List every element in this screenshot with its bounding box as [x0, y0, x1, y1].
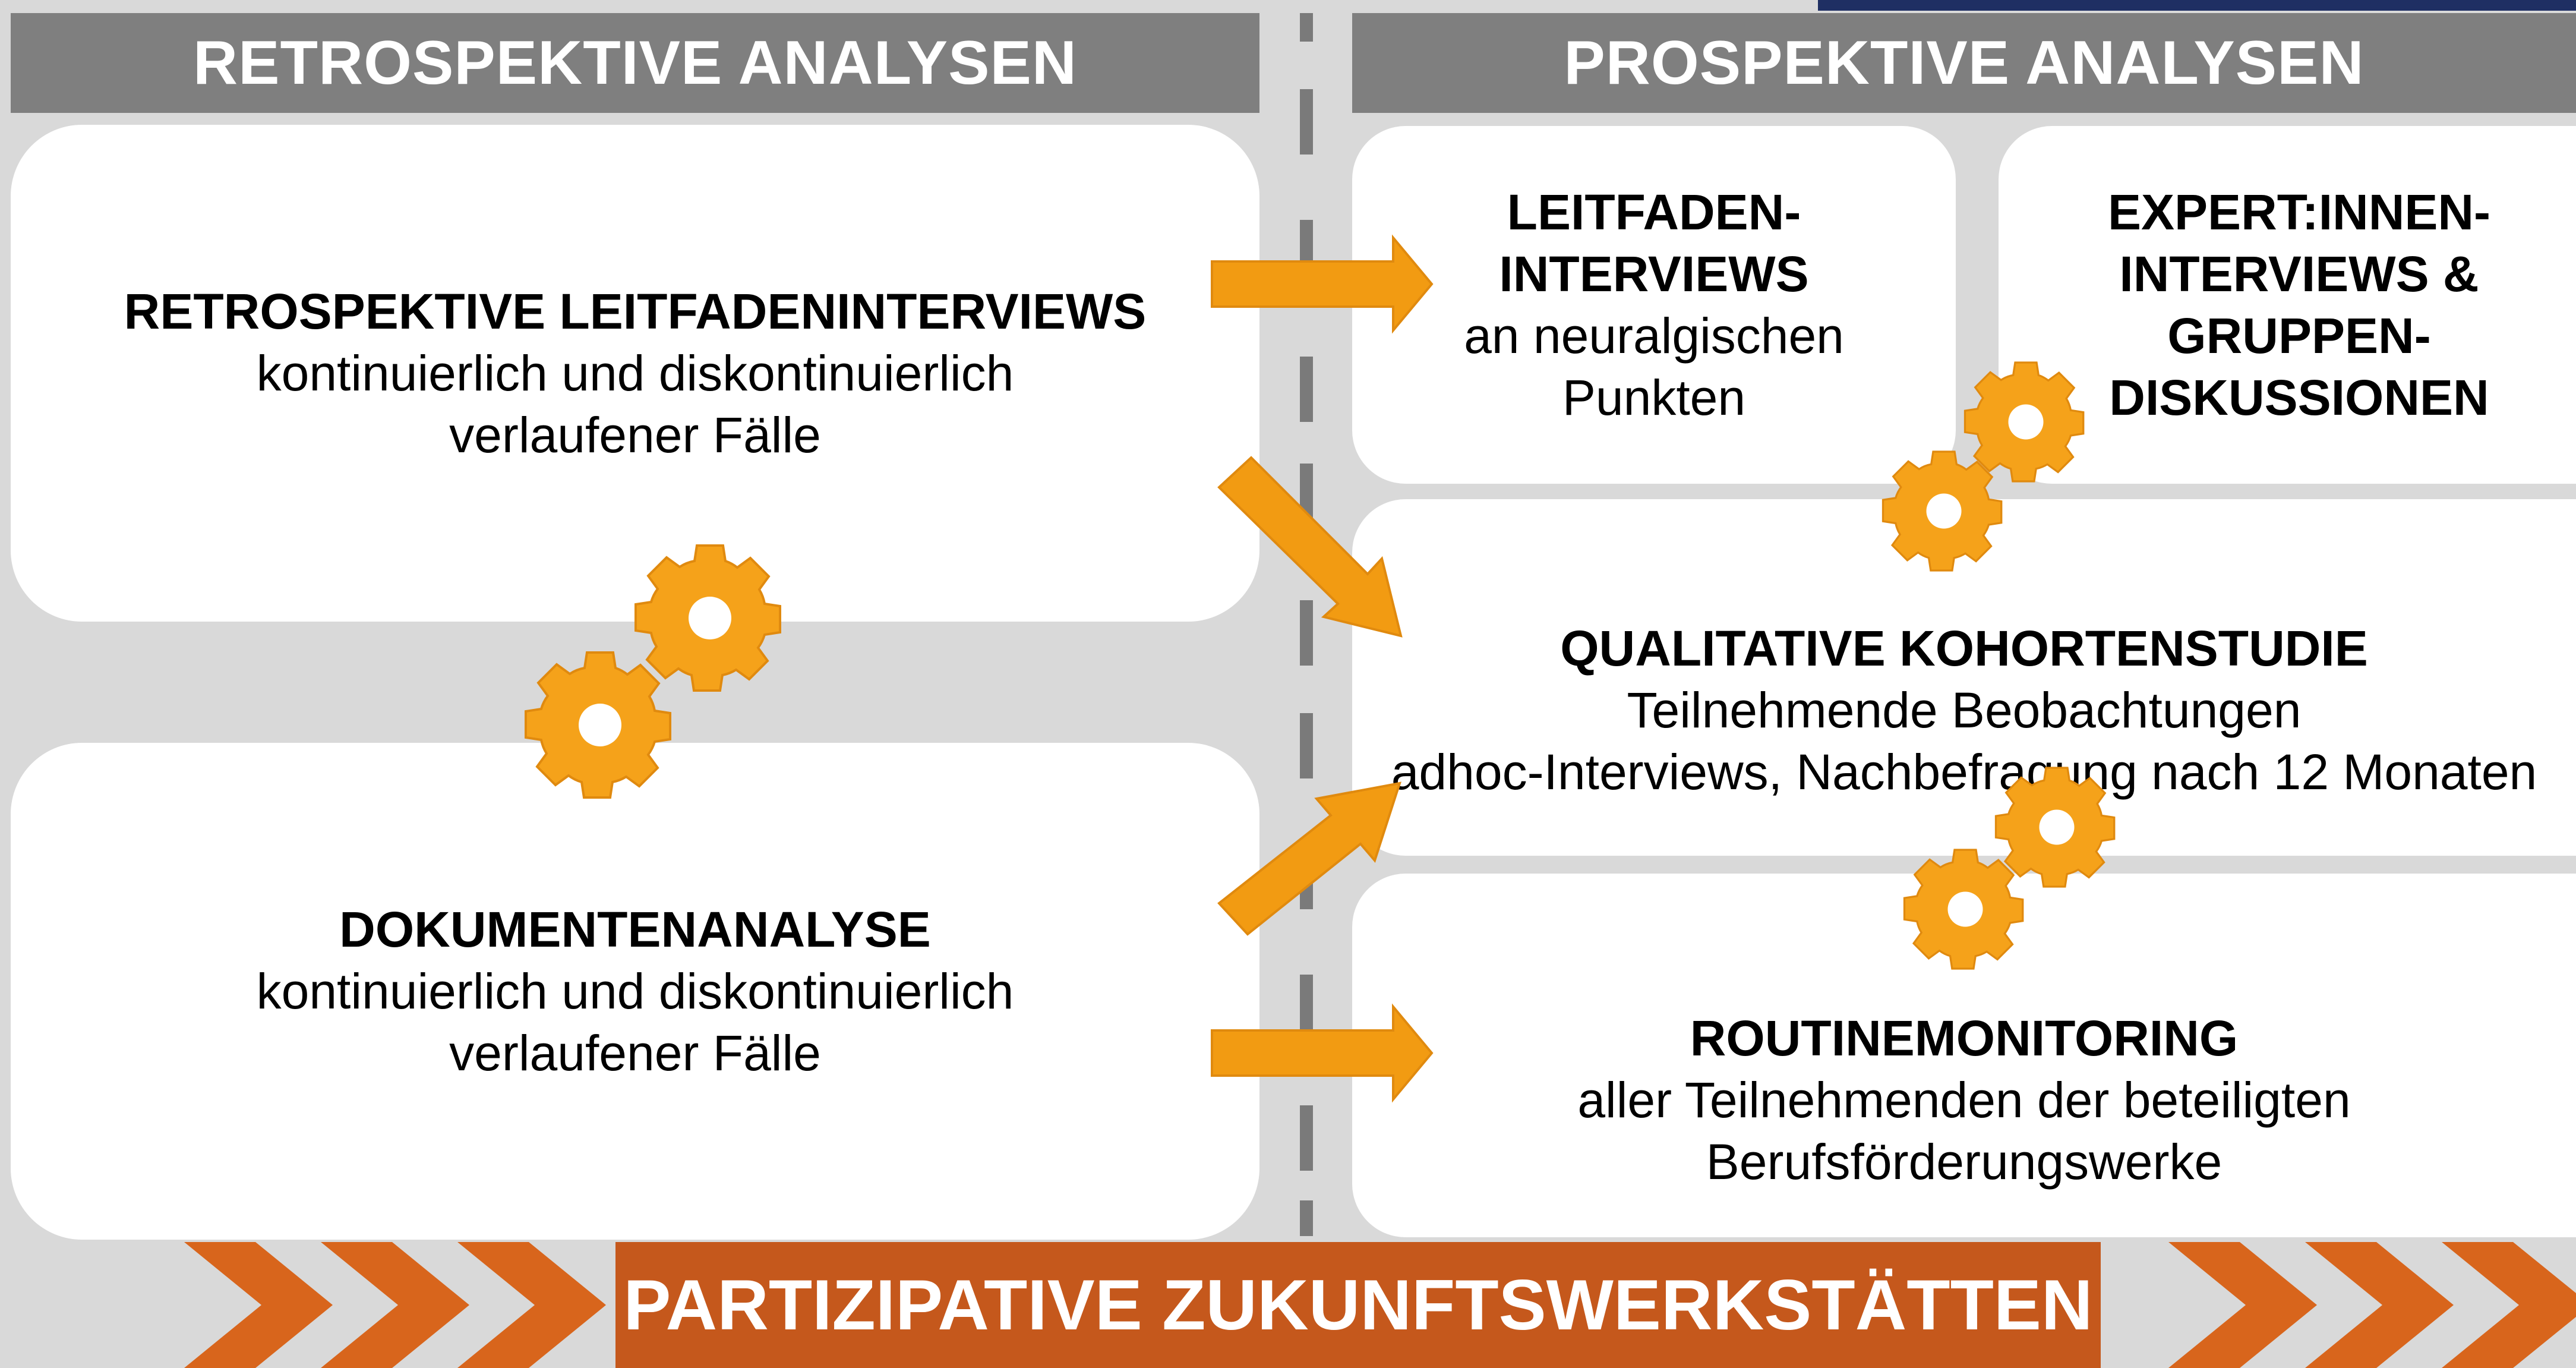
gear-icon	[525, 651, 671, 799]
expert-interviews-line4: DISKUSSIONEN	[2109, 370, 2489, 425]
arrow-to-cohort-study-upper	[1217, 456, 1403, 638]
retrospective-header: RETROSPEKTIVE ANALYSEN	[11, 13, 1259, 113]
retrospective-interviews-line1: kontinuierlich und diskontinuierlich	[256, 345, 1014, 401]
gear-icon	[1903, 849, 2024, 970]
cohort-study-title: QUALITATIVE KOHORTENSTUDIE	[1560, 620, 2368, 676]
gear-icon	[634, 544, 781, 692]
routine-monitoring-title: ROUTINEMONITORING	[1690, 1010, 2239, 1066]
expert-interviews-line1: EXPERT:INNEN-	[2107, 184, 2491, 240]
gear-icon	[1882, 450, 2003, 572]
document-analysis-card: DOKUMENTENANALYSE kontinuierlich und dis…	[11, 743, 1259, 1240]
document-analysis-title: DOKUMENTENANALYSE	[339, 902, 931, 957]
document-analysis-line2: verlaufener Fälle	[449, 1025, 821, 1081]
routine-monitoring-line2: Berufsförderungswerke	[1706, 1134, 2223, 1190]
expert-interviews-line2: INTERVIEWS &	[2119, 246, 2479, 302]
guided-interviews-line1: an neuralgischen	[1464, 308, 1844, 364]
gear-icon	[1963, 361, 2085, 483]
chevron-icons-right	[2168, 1242, 2576, 1368]
arrow-to-routine-monitoring	[1211, 1003, 1434, 1103]
guided-interviews-title-line1: LEITFADEN-	[1507, 184, 1801, 240]
cohort-study-card: QUALITATIVE KOHORTENSTUDIE Teilnehmende …	[1352, 499, 2576, 856]
guided-interviews-title-line2: INTERVIEWS	[1499, 246, 1809, 302]
expert-interviews-card: EXPERT:INNEN- INTERVIEWS & GRUPPEN- DISK…	[1999, 126, 2576, 484]
arrow-to-cohort-study-lower	[1217, 781, 1401, 936]
routine-monitoring-line1: aller Teilnehmenden der beteiligten	[1577, 1072, 2351, 1128]
prospective-header: PROSPEKTIVE ANALYSEN	[1352, 13, 2576, 113]
retrospective-interviews-line2: verlaufener Fälle	[449, 407, 821, 463]
chevron-icons-left	[184, 1242, 606, 1368]
expert-interviews-line3: GRUPPEN-	[2167, 308, 2431, 364]
guided-interviews-card: LEITFADEN- INTERVIEWS an neuralgischen P…	[1352, 126, 1956, 484]
participatory-workshops-banner: PARTIZIPATIVE ZUKUNFTSWERKSTÄTTEN	[615, 1242, 2101, 1368]
gear-icon	[1994, 767, 2116, 888]
cohort-study-line1: Teilnehmende Beobachtungen	[1627, 682, 2302, 738]
guided-interviews-line2: Punkten	[1562, 370, 1746, 425]
retrospective-interviews-card: RETROSPEKTIVE LEITFADENINTERVIEWS kontin…	[11, 125, 1259, 622]
cohort-study-line2: adhoc-Interviews, Nachbefragung nach 12 …	[1391, 744, 2537, 800]
corner-accent	[1818, 0, 2576, 11]
document-analysis-line1: kontinuierlich und diskontinuierlich	[256, 963, 1014, 1019]
retrospective-interviews-title: RETROSPEKTIVE LEITFADENINTERVIEWS	[124, 283, 1147, 339]
arrow-to-guided-interviews	[1211, 234, 1434, 334]
